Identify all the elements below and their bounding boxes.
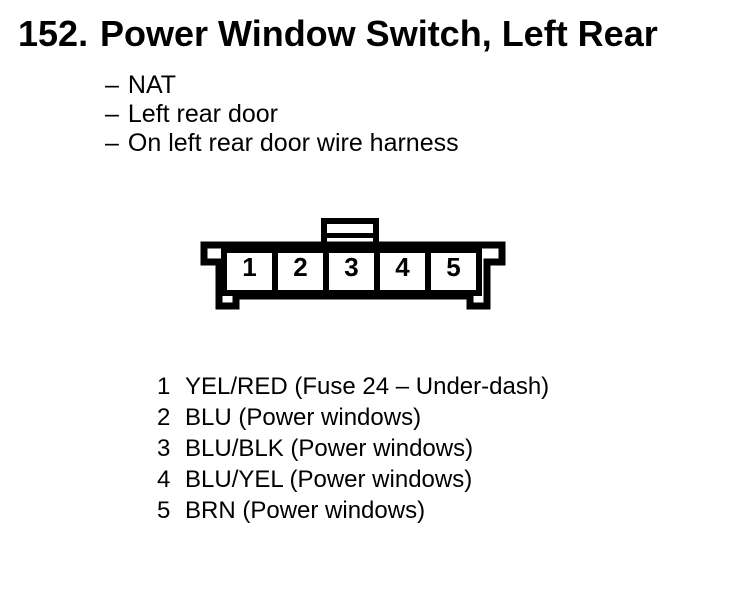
- pin-cell-2: [272, 247, 329, 296]
- pinout-row: 2 BLU (Power windows): [157, 402, 549, 433]
- pinout-pin-label: BLU/YEL (Power windows): [185, 466, 473, 493]
- pinout-row: 4 BLU/YEL (Power windows): [157, 464, 549, 495]
- connector-diagram: 1 2 3 4 5: [200, 218, 506, 310]
- pinout-pin-label: BLU/BLK (Power windows): [185, 435, 474, 462]
- pinout-pin-number: 5: [157, 497, 171, 524]
- note-text: Left rear door: [127, 100, 278, 128]
- pinout-pin-label: BRN (Power windows): [185, 497, 426, 524]
- pinout-pin-number: 1: [157, 373, 171, 400]
- pin-cell-number-1: 1: [242, 252, 256, 282]
- pinout-pin-label: YEL/RED (Fuse 24 – Under-dash): [185, 373, 550, 400]
- pinout-pin-label: BLU (Power windows): [185, 404, 422, 431]
- pin-cell-5: [425, 247, 482, 296]
- pinout-list: 1 YEL/RED (Fuse 24 – Under-dash) 2 BLU (Po…: [157, 371, 549, 526]
- heading-text: Power Window Switch, Left Rear: [100, 13, 658, 54]
- notes-list: –NAT –Left rear door –On left rear door …: [105, 71, 459, 158]
- pinout-row: 1 YEL/RED (Fuse 24 – Under-dash): [157, 371, 549, 402]
- note-text: On left rear door wire harness: [127, 129, 459, 157]
- note-dash: –: [105, 129, 119, 157]
- pin-cell-1: [221, 247, 278, 296]
- pin-cell-number-4: 4: [395, 252, 410, 282]
- pin-cell-number-5: 5: [446, 252, 460, 282]
- pinout-pin-number: 2: [157, 404, 171, 431]
- pinout-row: 3 BLU/BLK (Power windows): [157, 433, 549, 464]
- note-text: NAT: [127, 71, 177, 99]
- note-line: –NAT: [105, 71, 459, 100]
- pinout-pin-number: 3: [157, 435, 171, 462]
- pinout-pin-number: 4: [157, 466, 171, 493]
- heading-number: 152.: [18, 13, 89, 54]
- note-dash: –: [105, 100, 119, 128]
- pin-cell-number-2: 2: [293, 252, 307, 282]
- note-line: –On left rear door wire harness: [105, 129, 459, 158]
- note-line: –Left rear door: [105, 100, 459, 129]
- pinout-row: 5 BRN (Power windows): [157, 495, 549, 526]
- page-title: 152. Power Window Switch, Left Rear: [18, 14, 658, 54]
- pin-cell-number-3: 3: [344, 252, 358, 282]
- note-dash: –: [105, 71, 119, 99]
